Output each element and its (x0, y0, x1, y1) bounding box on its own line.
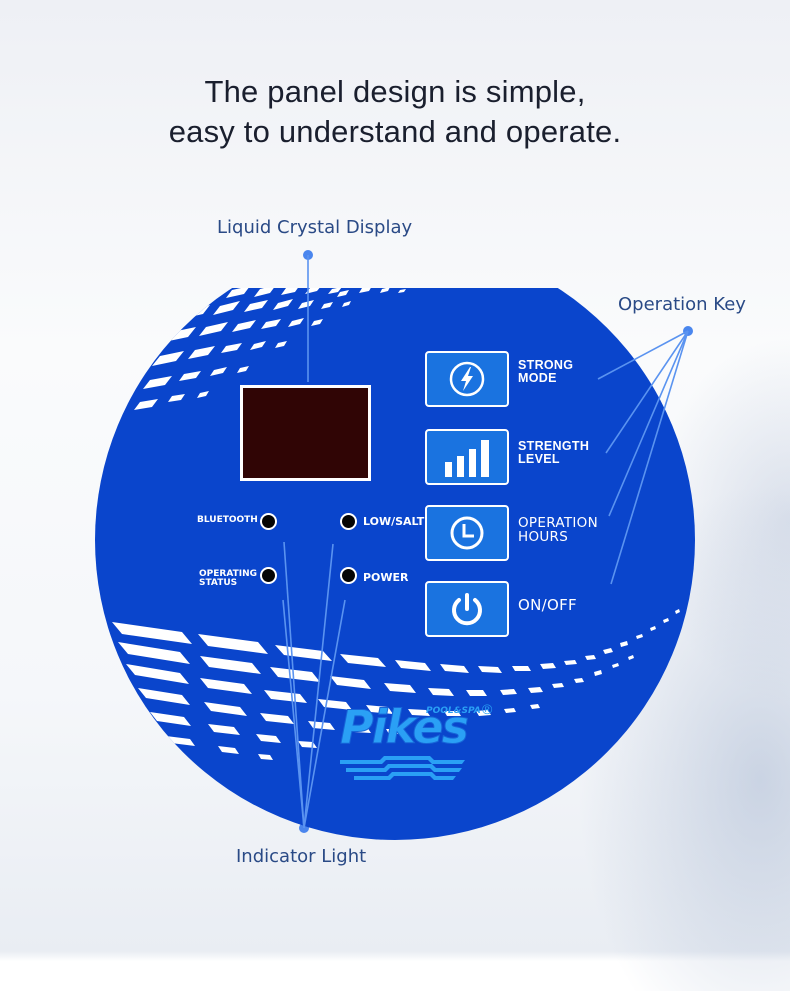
callout-indicator-light-label: Indicator Light (236, 846, 367, 867)
strength-level-label-line2: LEVEL (518, 452, 560, 466)
indicator-light-power (340, 567, 357, 584)
indicator-light-operating-status (260, 567, 277, 584)
indicator-label-bluetooth: BLUETOOTH (197, 515, 258, 525)
strong-mode-label: STRONG MODE (518, 359, 573, 385)
strong-mode-button[interactable] (425, 351, 509, 407)
control-panel (95, 288, 695, 840)
logo-sub: POOL&SPA (426, 706, 481, 716)
liquid-crystal-display (239, 384, 372, 482)
headline-line-2: easy to understand and operate. (168, 114, 622, 149)
operation-hours-button[interactable] (425, 505, 509, 561)
indicator-label-status: STATUS (199, 578, 238, 588)
operation-hours-label-line1: OPERATION (518, 515, 598, 531)
operation-hours-label: OPERATION HOURS (518, 516, 598, 544)
on-off-label-line1: ON/OFF (518, 596, 577, 614)
headline-line-1: The panel design is simple, (204, 74, 586, 109)
callout-operation-key-dot (683, 326, 693, 336)
indicator-light-low-salt (340, 513, 357, 530)
strength-level-label-line1: STRENGTH (518, 439, 590, 453)
logo-registered: ® (482, 701, 493, 717)
strong-mode-label-line1: STRONG (518, 358, 574, 372)
indicator-label-power: POWER (363, 571, 409, 584)
indicator-label-operating-status: OPERATING STATUS (199, 570, 257, 588)
indicator-label-operating: OPERATING (199, 569, 257, 579)
on-off-button[interactable] (425, 581, 509, 637)
logo-waves-icon (340, 756, 465, 780)
callout-lcd-label: Liquid Crystal Display (217, 217, 413, 238)
indicator-light-bluetooth (260, 513, 277, 530)
strength-level-label: STRENGTH LEVEL (518, 440, 589, 466)
callout-operation-key-label: Operation Key (618, 294, 746, 315)
lightning-icon (449, 361, 485, 397)
operation-hours-label-line2: HOURS (518, 529, 569, 545)
headline: The panel design is simple, easy to unde… (0, 72, 790, 152)
strength-level-button[interactable] (425, 429, 509, 485)
strong-mode-label-line2: MODE (518, 371, 557, 385)
indicator-label-low-salt: LOW/SALT (363, 515, 425, 528)
pikes-logo: Pikes POOL&SPA ® (330, 700, 500, 780)
callout-lcd-dot (303, 250, 313, 260)
power-icon (452, 593, 482, 626)
clock-icon (450, 516, 484, 550)
logo-brand: Pikes (339, 700, 469, 755)
on-off-label: ON/OFF (518, 596, 577, 614)
signal-bars-icon (445, 440, 489, 477)
